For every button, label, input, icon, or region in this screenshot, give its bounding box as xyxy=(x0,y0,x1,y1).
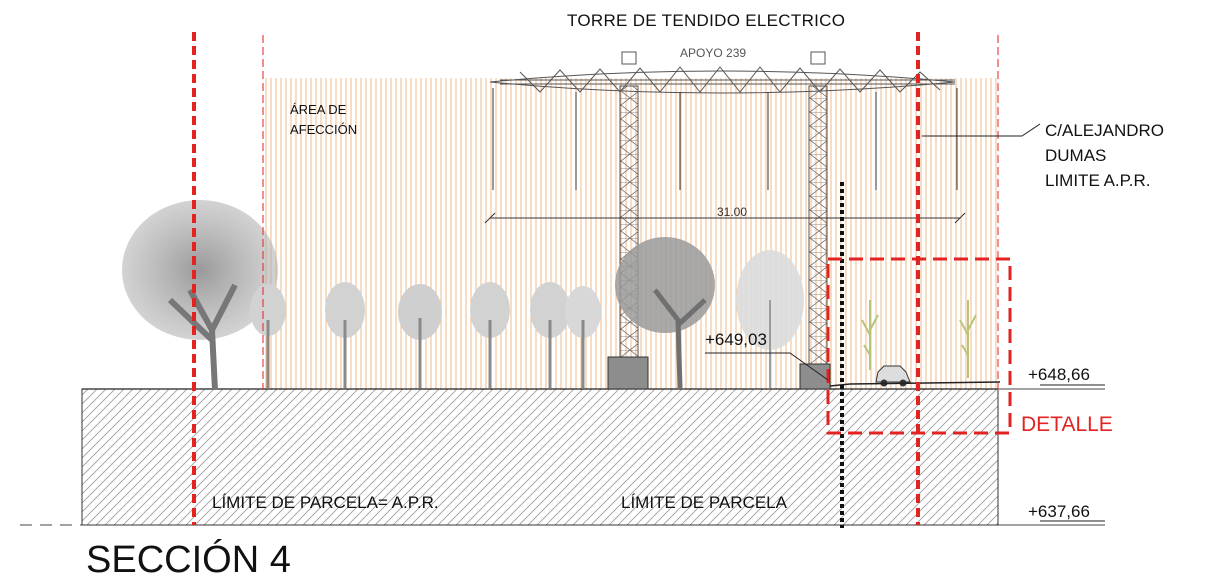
street-label: C/ALEJANDRO DUMAS LIMITE A.P.R. xyxy=(1045,121,1165,190)
plants xyxy=(861,300,977,378)
footing-left xyxy=(607,356,649,390)
elev-leader xyxy=(705,352,829,381)
tower-leg-left xyxy=(619,85,639,367)
affected-area-label: ÁREA DE AFECCIÓN xyxy=(290,102,358,137)
ground-section xyxy=(81,388,999,526)
tree-large-left xyxy=(122,200,278,391)
parcel-apr-limit-label: LÍMITE DE PARCELA= A.P.R. xyxy=(212,493,439,512)
row-trees xyxy=(250,282,601,388)
tree-light-mid xyxy=(736,250,804,388)
section-title: SECCIÓN 4 xyxy=(86,539,291,581)
insulators xyxy=(492,88,958,190)
footing-right xyxy=(799,363,831,390)
car xyxy=(875,365,911,387)
detail-box xyxy=(826,257,1012,435)
parcel-limit-label: LÍMITE DE PARCELA xyxy=(621,493,787,512)
tower-leg-right xyxy=(808,85,828,367)
detail-label: DETALLE xyxy=(1021,413,1113,436)
street-leader xyxy=(922,123,1041,137)
drawing-title: TORRE DE TENDIDO ELECTRICO xyxy=(567,11,846,30)
span-dimension: 31.00 xyxy=(717,205,748,219)
elevation-terrain-mid: +649,03 xyxy=(705,330,767,349)
support-label: APOYO 239 xyxy=(680,46,747,60)
span-dimension-line xyxy=(484,212,966,224)
elevation-base: +637,66 xyxy=(1028,502,1090,521)
road-profile xyxy=(829,381,1001,387)
tree-dark-mid xyxy=(615,237,715,389)
elevation-terrain-right: +648,66 xyxy=(1028,365,1090,384)
